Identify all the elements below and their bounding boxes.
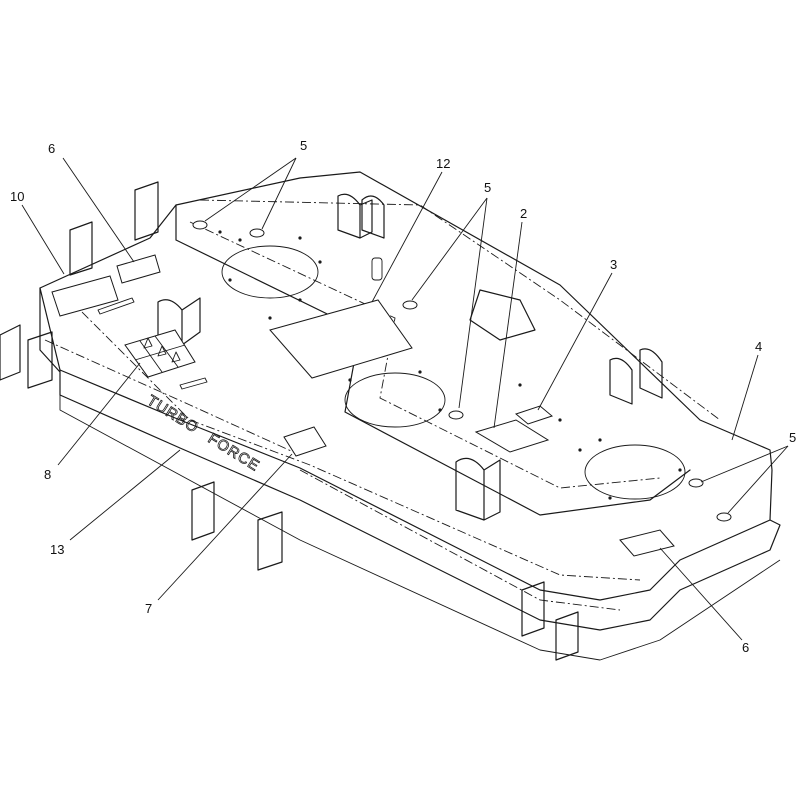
warning-decal-8	[124, 329, 196, 378]
callout-6-bottom: 6	[742, 640, 749, 655]
hoc-plate-front-2	[257, 511, 283, 571]
callout-6-left: 6	[48, 141, 55, 156]
callout-4: 4	[755, 339, 762, 354]
slot-mark	[179, 377, 208, 390]
decal-2	[474, 419, 550, 453]
blade-opening-center	[344, 372, 446, 428]
deck-channel-dashline	[189, 221, 661, 489]
callout-10: 10	[10, 189, 24, 204]
hoc-plate-left-2	[27, 331, 53, 389]
hole	[608, 496, 612, 500]
hole	[578, 448, 582, 452]
bracket-center-front	[455, 457, 501, 521]
mower-deck	[39, 171, 781, 661]
hole	[348, 378, 352, 382]
bracket-right-1	[609, 357, 633, 405]
callout-8: 8	[44, 467, 51, 482]
hoc-plate-left-1	[0, 324, 21, 381]
decal-12	[269, 299, 413, 379]
callout-2: 2	[520, 206, 527, 221]
callout-5-mid: 5	[484, 180, 491, 195]
deck-skirt-lower-edge	[59, 395, 781, 661]
deck-front-skirt	[39, 287, 781, 631]
rear-plate-left-2	[134, 181, 159, 241]
plug-3	[402, 300, 418, 310]
leader-lines	[21, 157, 789, 641]
plug-6	[716, 512, 732, 522]
rear-plate-left-1	[69, 221, 93, 276]
decal-3	[514, 405, 554, 425]
deck-skirt-dashline	[44, 339, 621, 611]
plug-1	[192, 220, 208, 230]
hole	[238, 238, 242, 242]
plug-4	[448, 410, 464, 420]
warning-triangle-icon	[171, 351, 181, 363]
hole	[678, 468, 682, 472]
callout-labels: 5 6 10 12 5 2 3 4 5 8 13 7 6	[10, 138, 796, 655]
warning-triangle-icon	[157, 345, 167, 357]
bracket-rear-center	[469, 289, 536, 341]
callout-12: 12	[436, 156, 450, 171]
brand-word-turbo: TURBO	[144, 392, 202, 437]
hoc-plate-front-1	[191, 481, 215, 541]
deck-plugs	[192, 220, 732, 522]
warning-triangle-icon	[143, 337, 153, 349]
callout-13: 13	[50, 542, 64, 557]
hole	[228, 278, 232, 282]
callout-5-top: 5	[300, 138, 307, 153]
hole	[298, 236, 302, 240]
hole	[268, 316, 272, 320]
blade-opening-right	[584, 444, 686, 500]
blade-opening-left	[221, 245, 319, 299]
slot-mark	[97, 297, 135, 315]
blade-openings	[221, 245, 686, 500]
bracket-right-2	[639, 348, 663, 399]
hoc-plate-front-4	[555, 611, 579, 661]
height-adjust-plates	[0, 181, 579, 661]
hoc-plate-front-3	[521, 581, 545, 637]
hole	[418, 370, 422, 374]
callout-7: 7	[145, 601, 152, 616]
plug-5	[688, 478, 704, 488]
callout-3: 3	[610, 257, 617, 272]
decal-6-bottom	[619, 529, 675, 557]
spindle-post	[371, 257, 383, 281]
decal-7	[283, 426, 327, 457]
hole	[598, 438, 602, 442]
brand-lettering: TURBO FORCE	[143, 392, 263, 476]
decal-10	[51, 275, 119, 317]
deck-front-dashline	[69, 299, 641, 581]
bracket-left-front	[157, 297, 201, 346]
bracket-rear-2	[361, 195, 385, 239]
hole	[318, 260, 322, 264]
hole	[218, 230, 222, 234]
hole	[518, 383, 522, 387]
decal-6-left	[116, 254, 161, 284]
deck-rear-dashline	[199, 199, 721, 421]
deck-top-plate	[39, 171, 773, 601]
deck-holes	[218, 230, 682, 500]
hole	[298, 298, 302, 302]
callout-5-right: 5	[789, 430, 796, 445]
plug-2	[249, 228, 265, 238]
bracket-rear-1	[337, 193, 373, 239]
hole	[438, 408, 442, 412]
hole	[558, 418, 562, 422]
